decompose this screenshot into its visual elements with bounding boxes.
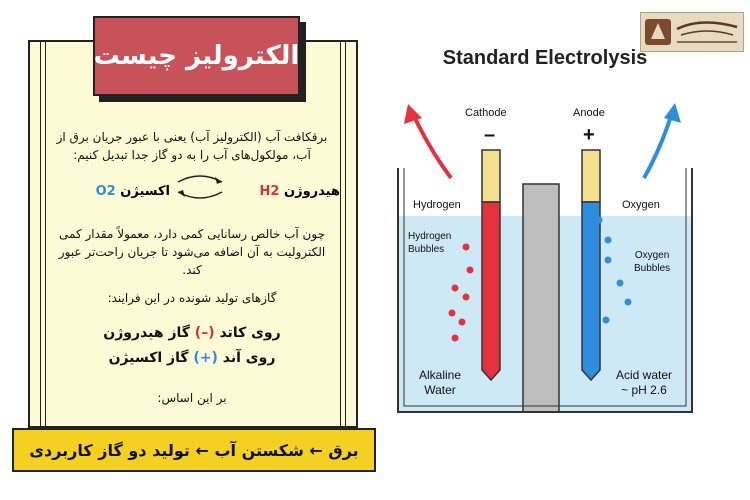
hydrogen-bubbles-label: Hydrogen Bubbles [408, 230, 451, 256]
hydrogen-label: هیدروژن H2 [240, 184, 340, 199]
summary-text: برق ← شکستن آب ← تولید دو گاز کاربردی [29, 440, 359, 460]
cathode-gas-line: روی کاتد (–) گاز هیدروژن [42, 325, 342, 341]
anode-cap [581, 149, 601, 203]
info-card [28, 40, 358, 428]
card-border-left [40, 42, 46, 426]
anode-label: Anode [573, 107, 605, 119]
electrolyte-line-3: کند. [182, 263, 202, 277]
electrolyte-line-1: چون آب خالص رسانایی کمی دارد، معمولاً مق… [59, 227, 325, 241]
electrolyte-paragraph: چون آب خالص رسانایی کمی دارد، معمولاً مق… [42, 225, 342, 279]
anode-electrode [581, 201, 601, 382]
diagram-title: Standard Electrolysis [442, 47, 648, 69]
swap-arrows-icon [177, 175, 223, 199]
oxygen-formula: O2 [95, 184, 116, 199]
oxygen-gas-label: Oxygen [622, 199, 660, 211]
acid-line-1: Acid water [615, 368, 673, 382]
hydrogen-bubbles [448, 243, 474, 342]
membrane [522, 183, 560, 413]
tank [397, 168, 693, 413]
gases-heading: گازهای تولید شونده در این فرایند: [42, 289, 342, 307]
oxygen-bubbles-label: Oxygen Bubbles [634, 249, 670, 275]
gases-line: گازهای تولید شونده در این فرایند: [107, 291, 277, 305]
card-border-right [340, 42, 346, 426]
cathode-cap [481, 149, 501, 203]
basis-line: بر این اساس: [157, 391, 227, 405]
brand-logo-icon [645, 19, 738, 45]
alkaline-line-2: Water [424, 383, 456, 397]
intro-paragraph: برقکافت آب (الکترولیز آب) یعنی با عبور ج… [42, 128, 342, 164]
hydrogen-gas-label: Hydrogen [413, 199, 461, 211]
anode-sign: + [583, 124, 595, 146]
brand-logo [640, 12, 744, 52]
oxygen-bubbles-line-2: Bubbles [634, 263, 671, 274]
cathode-electrode [481, 201, 501, 382]
oxygen-label: اکسیژن O2 [70, 184, 170, 199]
oxygen-bubbles-line-1: Oxygen [634, 250, 670, 261]
oxygen-word: اکسیژن [120, 184, 170, 199]
oxygen-arrow-head [664, 103, 681, 123]
oxygen-arrow [642, 115, 673, 179]
acid-line-2: ~ pH 2.6 [621, 383, 667, 397]
alkaline-line-1: Alkaline [418, 368, 462, 382]
cathode-prefix: روی کاتد [219, 325, 281, 341]
cathode-sign: – [484, 124, 496, 146]
hydrogen-bubbles-line-1: Hydrogen [408, 231, 452, 242]
intro-line-1: برقکافت آب (الکترولیز آب) یعنی با عبور ج… [56, 130, 328, 144]
hydrogen-formula: H2 [259, 184, 280, 199]
anode-prefix: روی آند [222, 350, 276, 366]
summary-bar: برق ← شکستن آب ← تولید دو گاز کاربردی [12, 428, 376, 472]
title-banner: الکترولیز چیست [93, 16, 300, 96]
hydrogen-arrow [412, 115, 453, 180]
oxygen-bubbles [595, 216, 632, 324]
cathode-sign: (–) [194, 325, 215, 341]
electrolyte-line-2: الکترولیت به آن اضافه می‌شود تا جریان را… [58, 245, 326, 259]
tank-inner [403, 168, 687, 407]
cathode-label: Cathode [465, 107, 507, 119]
hydrogen-bubbles-line-2: Bubbles [408, 244, 445, 255]
anode-gas-line: روی آند (+) گاز اکسیژن [42, 350, 342, 366]
cathode-suffix: گاز هیدروژن [103, 325, 190, 341]
hydrogen-word: هیدروژن [284, 184, 340, 199]
anode-sign: (+) [193, 350, 218, 366]
page-title: الکترولیز چیست [93, 41, 300, 71]
acid-water-label: Acid water ~ pH 2.6 [606, 368, 682, 398]
intro-line-2: آب، مولکول‌های آب را به دو گاز جدا تبدیل… [73, 148, 311, 162]
anode-suffix: گاز اکسیژن [108, 350, 189, 366]
alkaline-water-label: Alkaline Water [410, 368, 470, 398]
hydrogen-arrow-head [404, 104, 422, 124]
